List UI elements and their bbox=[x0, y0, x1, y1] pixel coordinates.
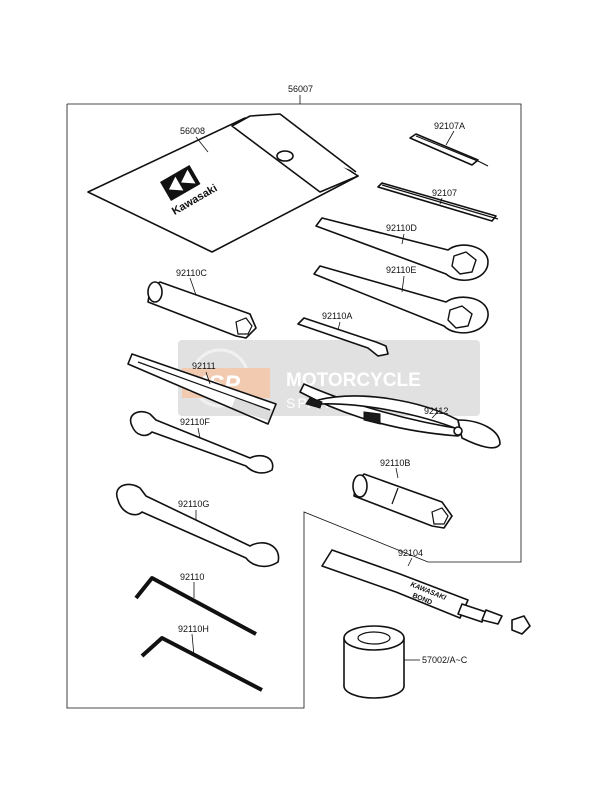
hex-wrench-92110h: 92110H bbox=[140, 624, 263, 692]
part-label-92112: 92112 bbox=[424, 406, 448, 416]
part-label-92110h: 92110H bbox=[178, 624, 209, 634]
part-label-57002: 57002/A~C bbox=[422, 655, 468, 665]
screwdriver-92107a: 92107A bbox=[409, 121, 489, 167]
box-wrench-92110b: 92110B bbox=[352, 458, 453, 529]
part-label-92110c: 92110C bbox=[176, 268, 207, 278]
handle-92111: 92111 bbox=[127, 353, 277, 425]
part-label-92110b: 92110B bbox=[380, 458, 410, 468]
open-wrench-92110f: 92110F bbox=[129, 410, 274, 474]
assembly-number: 56007 bbox=[288, 84, 313, 94]
box-wrench-92110c: 92110C bbox=[147, 268, 257, 339]
part-label-92107: 92107 bbox=[432, 188, 457, 198]
part-label-92110: 92110 bbox=[180, 572, 204, 582]
part-label-92110e: 92110E bbox=[386, 265, 416, 275]
oil-filter-57002: 57002/A~C bbox=[343, 625, 468, 699]
part-label-92110d: 92110D bbox=[386, 223, 417, 233]
part-label-92111: 92111 bbox=[192, 361, 216, 371]
spanner-92110a: 92110A bbox=[297, 311, 389, 357]
pliers-92112: 92112 bbox=[299, 383, 501, 449]
watermark-line1: MOTORCYCLE bbox=[286, 370, 421, 391]
part-label-92107a: 92107A bbox=[434, 121, 465, 131]
tool-bag-56008: Kawasaki 56008 bbox=[87, 113, 359, 253]
screwdriver-92107: 92107 bbox=[377, 182, 499, 222]
hex-wrench-92110: 92110 bbox=[134, 572, 257, 636]
assembly-frame: 56007 bbox=[66, 84, 522, 709]
part-label-92110g: 92110G bbox=[178, 499, 209, 509]
part-label-92110f: 92110F bbox=[180, 417, 210, 427]
part-label-56008: 56008 bbox=[180, 126, 205, 136]
open-wrench-92110g: 92110G bbox=[115, 483, 280, 568]
ring-wrench-92110d: 92110D bbox=[315, 217, 489, 282]
part-label-92104: 92104 bbox=[398, 548, 423, 558]
bond-tube-92104: KAWASAKI BOND 92104 bbox=[321, 548, 531, 635]
ring-wrench-92110e: 92110E bbox=[313, 265, 489, 334]
part-label-92110a: 92110A bbox=[322, 311, 352, 321]
